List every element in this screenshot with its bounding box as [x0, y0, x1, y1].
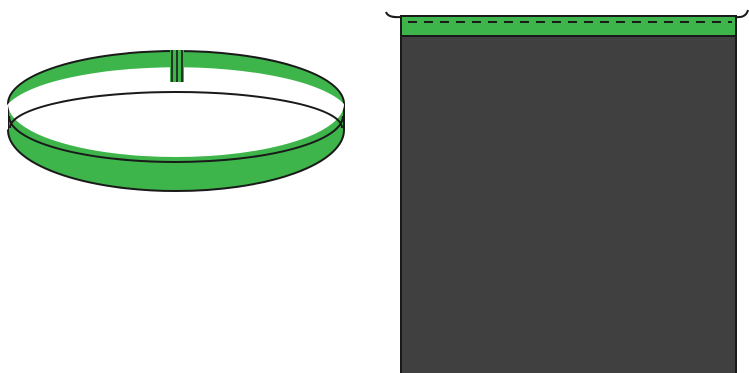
fabric-body: [400, 35, 737, 373]
band-inner-front-edge: [8, 115, 344, 163]
fabric-curl-right: [735, 9, 749, 19]
waistband-strip: [400, 15, 737, 37]
elastic-band-loop: [1, 50, 345, 192]
band-inner-opening: [1, 67, 344, 157]
band-seam: [170, 50, 184, 82]
fabric-curl-left: [385, 11, 402, 19]
fabric-panel: [385, 9, 749, 373]
band-inner-edge: [9, 91, 343, 129]
